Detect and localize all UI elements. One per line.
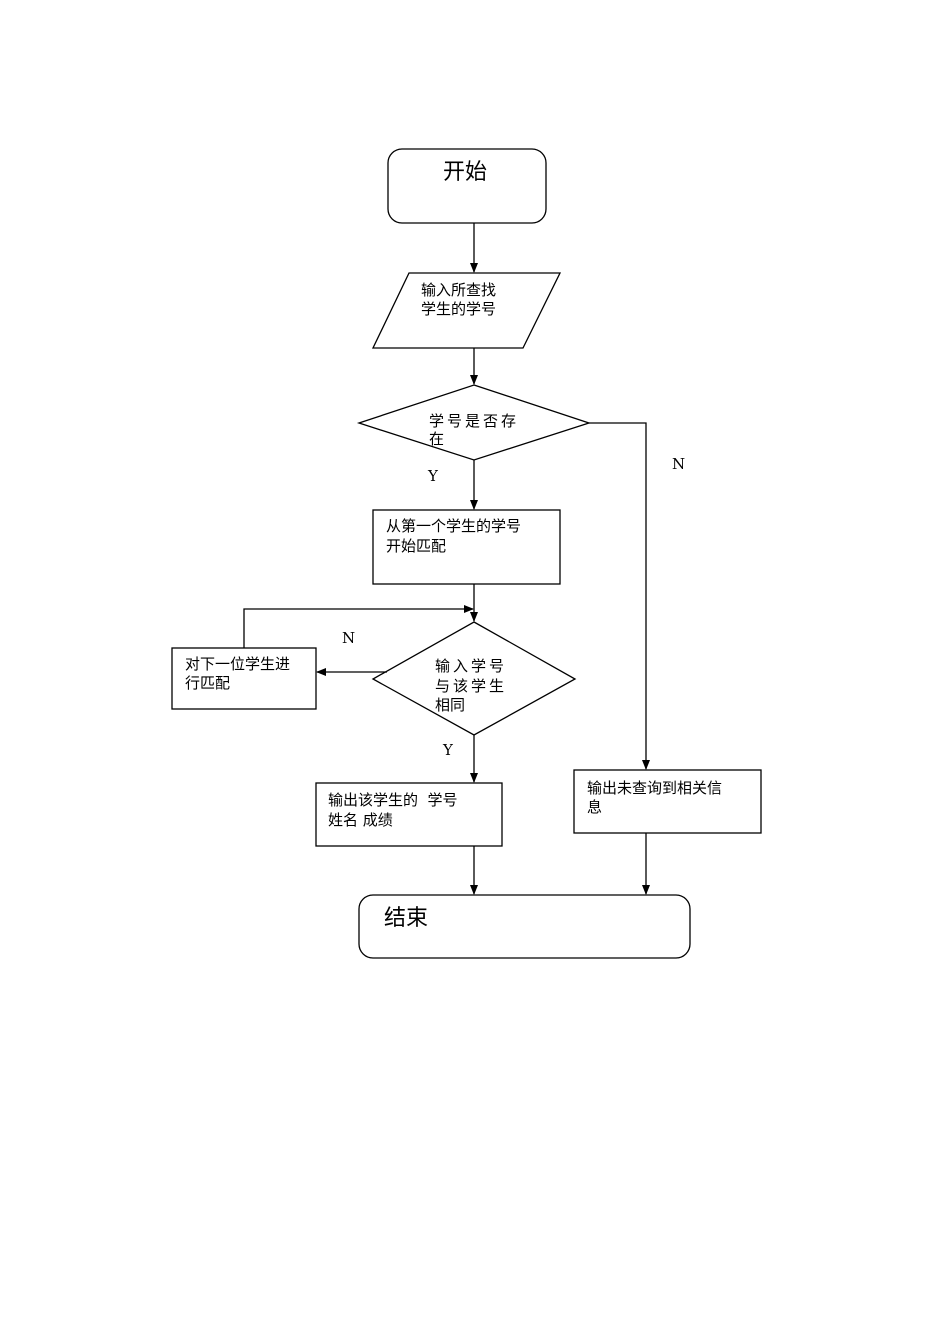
- yes-label-exists: Y: [428, 467, 438, 485]
- arrow-loop-back: [243, 605, 474, 648]
- next-student-process: [171, 647, 317, 710]
- start-terminal: [387, 148, 547, 224]
- start-match-process: [372, 509, 561, 585]
- exists-label-line2: 在: [429, 430, 445, 448]
- no-label-exists: N: [672, 455, 686, 473]
- output-found-label-line1: 输出该学生的 学号: [328, 791, 458, 809]
- output-found-label-line2: 姓名 成绩: [328, 811, 393, 829]
- start-label: 开始: [443, 160, 488, 185]
- input-parallelogram: [371, 272, 562, 349]
- start-match-label-line1: 从第一个学生的学号: [386, 517, 522, 535]
- next-student-label-line1: 对下一位学生进: [185, 655, 291, 673]
- input-label-line2: 学生的学号: [421, 300, 497, 318]
- exists-label-line1: 学号是否存: [429, 412, 520, 430]
- yes-label-compare: Y: [443, 741, 453, 759]
- arrow-exists-no: [589, 422, 650, 770]
- end-label: 结束: [384, 906, 429, 931]
- input-label-line1: 输入所查找: [421, 281, 497, 299]
- output-found-process: [315, 782, 503, 847]
- compare-label-line3: 相同: [435, 696, 466, 714]
- end-terminal: [358, 894, 691, 959]
- output-not-found-label-line1: 输出未查询到相关信: [587, 779, 723, 797]
- start-match-label-line2: 开始匹配: [386, 537, 447, 555]
- no-label-compare: N: [342, 629, 356, 647]
- output-not-found-label-line2: 息: [587, 798, 603, 816]
- next-student-label-line2: 行匹配: [185, 674, 231, 692]
- output-not-found-process: [573, 769, 762, 834]
- compare-label-line1: 输入学号: [435, 657, 508, 675]
- compare-label-line2: 与该学生: [435, 677, 508, 695]
